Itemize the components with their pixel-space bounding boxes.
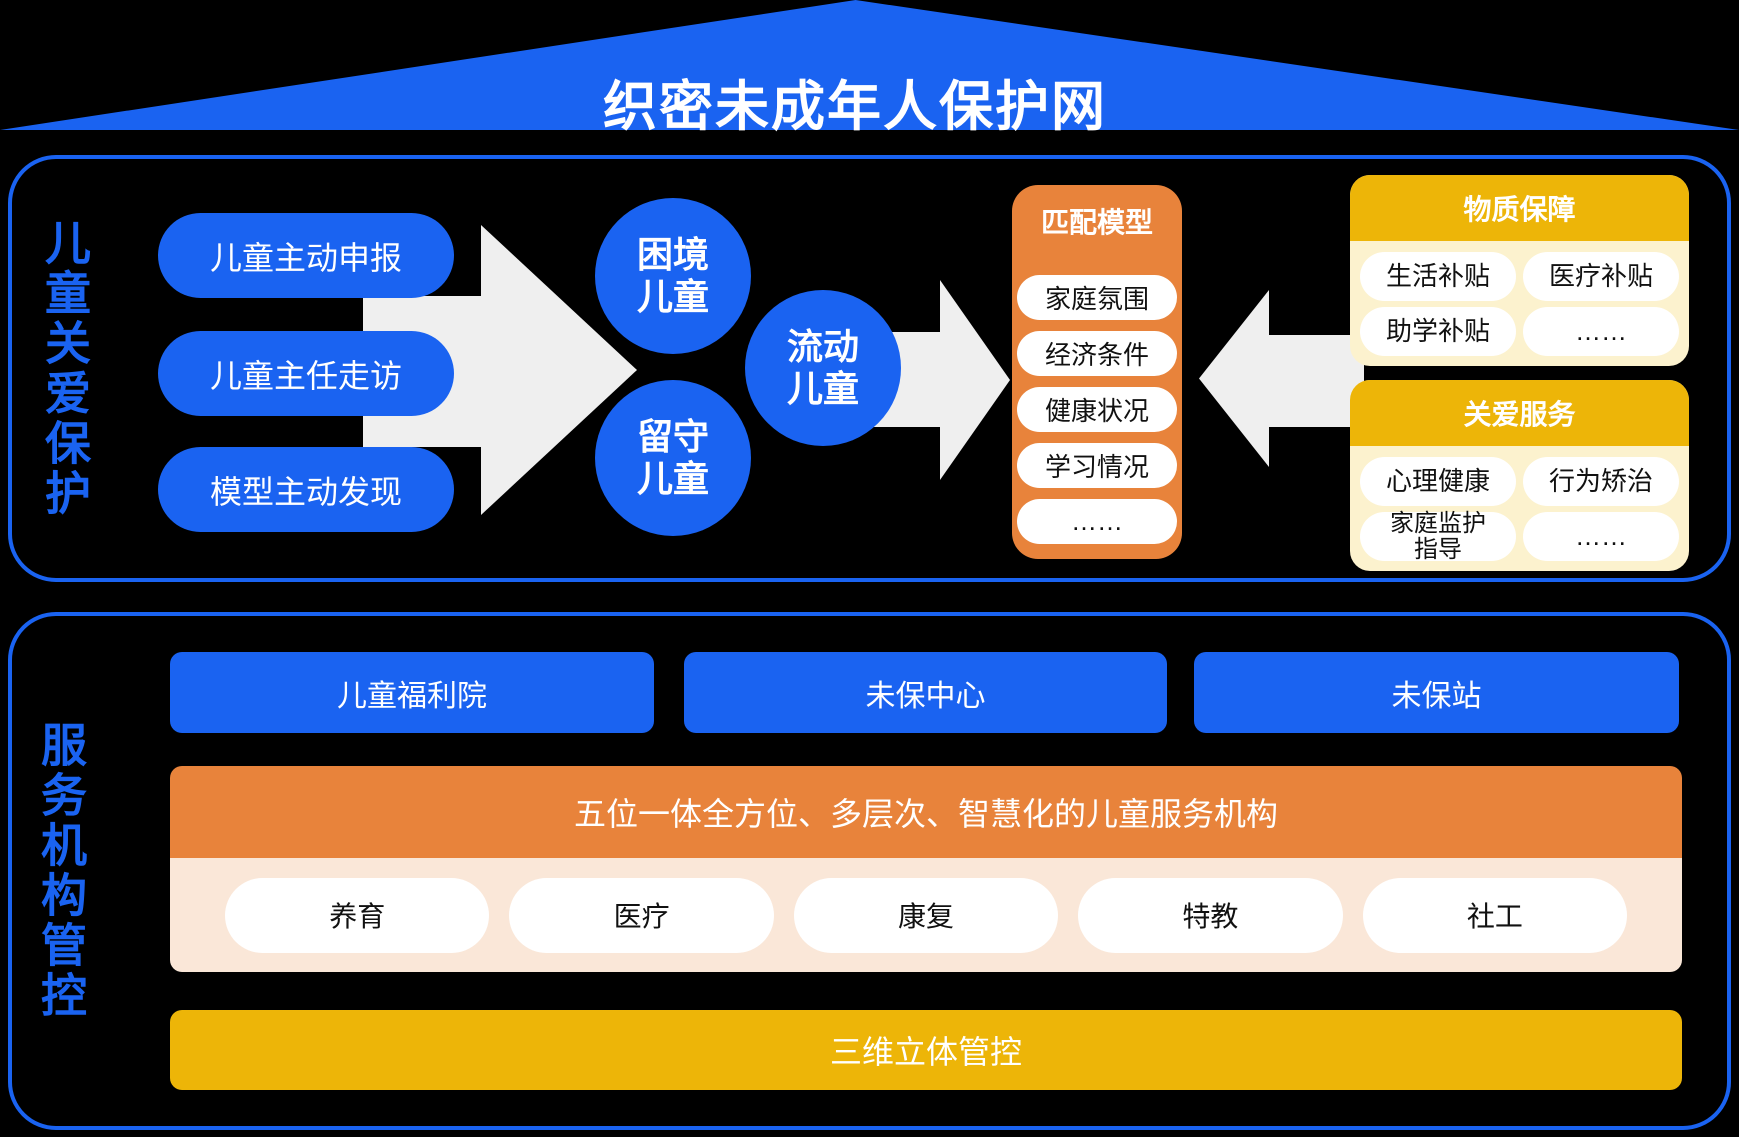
material-item-living-subsidy: 生活补贴 [1360, 252, 1516, 301]
material-item-medical-subsidy: 医疗补贴 [1523, 252, 1679, 301]
bar-minor-protection-center: 未保中心 [684, 652, 1167, 733]
service-pill-nurturing: 养育 [225, 877, 490, 953]
match-item-study: 学习情况 [1017, 443, 1177, 488]
match-item-family: 家庭氛围 [1017, 275, 1177, 320]
care-item-mental-health: 心理健康 [1360, 457, 1516, 506]
material-support-title: 物质保障 [1350, 175, 1689, 241]
service-pill-medical: 医疗 [509, 877, 774, 953]
care-service-title: 关爱服务 [1350, 380, 1689, 446]
care-item-family-guardianship: 家庭监护 指导 [1360, 511, 1516, 562]
three-dimensional-control-bar: 三维立体管控 [170, 1010, 1682, 1090]
bar-child-welfare-institute: 儿童福利院 [170, 652, 654, 733]
matching-model-box: 匹配模型 家庭氛围 经济条件 健康状况 学习情况 …… [1012, 185, 1182, 559]
match-item-economic: 经济条件 [1017, 331, 1177, 376]
material-support-body: 生活补贴 医疗补贴 助学补贴 …… [1350, 241, 1689, 366]
section-service-control: 服务机构管控 儿童福利院 未保中心 未保站 五位一体全方位、多层次、智慧化的儿童… [8, 612, 1731, 1130]
service-pill-rehabilitation: 康复 [793, 877, 1059, 953]
intake-pill-director-visit: 儿童主任走访 [158, 331, 454, 416]
intake-pill-model-discovery: 模型主动发现 [158, 447, 454, 532]
arrow-left-head-icon [1199, 290, 1269, 467]
service-pill-special-education: 特教 [1078, 877, 1343, 953]
intake-pill-self-report: 儿童主动申报 [158, 213, 454, 298]
care-service-box: 关爱服务 心理健康 行为矫治 家庭监护 指导 …… [1350, 380, 1689, 571]
material-support-box: 物质保障 生活补贴 医疗补贴 助学补贴 …… [1350, 175, 1689, 366]
bar-minor-protection-station: 未保站 [1194, 652, 1679, 733]
service-pill-social-work: 社工 [1362, 877, 1628, 953]
matching-model-title: 匹配模型 [1040, 207, 1153, 238]
match-item-health: 健康状况 [1017, 387, 1177, 432]
service-banner: 五位一体全方位、多层次、智慧化的儿童服务机构 [170, 766, 1682, 858]
arrow-right-head-icon [940, 280, 1010, 480]
material-item-education-subsidy: 助学补贴 [1360, 307, 1516, 356]
care-service-body: 心理健康 行为矫治 家庭监护 指导 …… [1350, 446, 1689, 571]
service-pill-row: 养育 医疗 康复 特教 社工 [170, 858, 1682, 972]
circle-migrant-children: 流动 儿童 [745, 290, 901, 446]
match-item-more: …… [1017, 499, 1177, 544]
circle-children-in-difficulty: 困境 儿童 [595, 198, 751, 354]
section-child-care: 儿童关爱保护 儿童主动申报 儿童主任走访 模型主动发现 困境 儿童 留守 儿童 … [8, 155, 1731, 582]
section-service-control-label: 服务机构管控 [35, 721, 87, 1021]
care-item-more: …… [1523, 512, 1679, 561]
material-item-more: …… [1523, 307, 1679, 356]
care-item-behavior-correction: 行为矫治 [1523, 457, 1679, 506]
arrow-left-icon [1267, 335, 1364, 427]
section-child-care-label: 儿童关爱保护 [39, 218, 91, 519]
page-title: 织密未成年人保护网 [603, 77, 1107, 137]
circle-left-behind-children: 留守 儿童 [595, 380, 751, 536]
